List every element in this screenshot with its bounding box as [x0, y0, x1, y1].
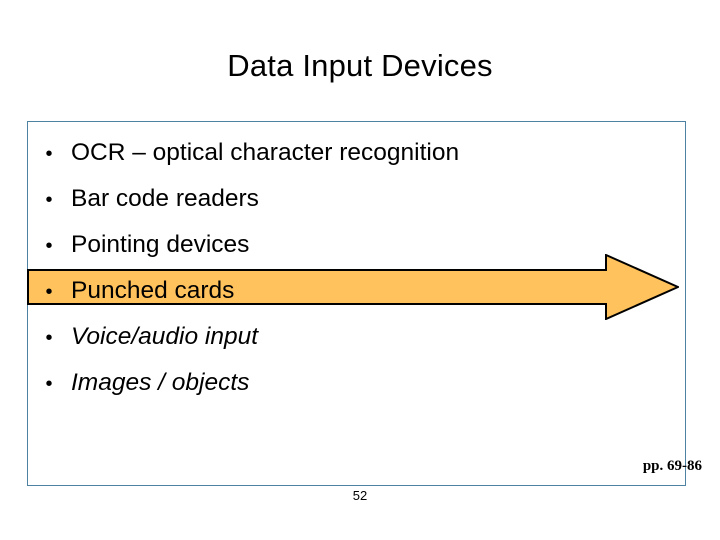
slide-number: 52: [352, 488, 368, 503]
bullet-marker-icon: •: [45, 143, 53, 165]
list-item-label: Punched cards: [71, 277, 235, 304]
bullet-marker-icon: •: [45, 281, 53, 303]
list-item: • Pointing devices: [27, 222, 686, 268]
list-item-label: Bar code readers: [71, 185, 259, 212]
list-item: • OCR – optical character recognition: [27, 130, 686, 176]
list-item-label: OCR – optical character recognition: [71, 139, 460, 166]
bullet-marker-icon: •: [45, 373, 53, 395]
bullet-marker-icon: •: [45, 235, 53, 257]
list-item: • Punched cards: [27, 268, 686, 314]
bullet-marker-icon: •: [45, 189, 53, 211]
list-item-label: Voice/audio input: [71, 323, 259, 350]
list-item-label: Images / objects: [71, 369, 250, 396]
bullet-marker-icon: •: [45, 327, 53, 349]
list-item: • Bar code readers: [27, 176, 686, 222]
bullet-list: • OCR – optical character recognition • …: [27, 130, 686, 406]
list-item-label: Pointing devices: [71, 231, 250, 258]
list-item: • Voice/audio input: [27, 314, 686, 360]
page-title: Data Input Devices: [227, 48, 493, 83]
list-item: • Images / objects: [27, 360, 686, 406]
page-reference: pp. 69-86: [642, 458, 702, 474]
